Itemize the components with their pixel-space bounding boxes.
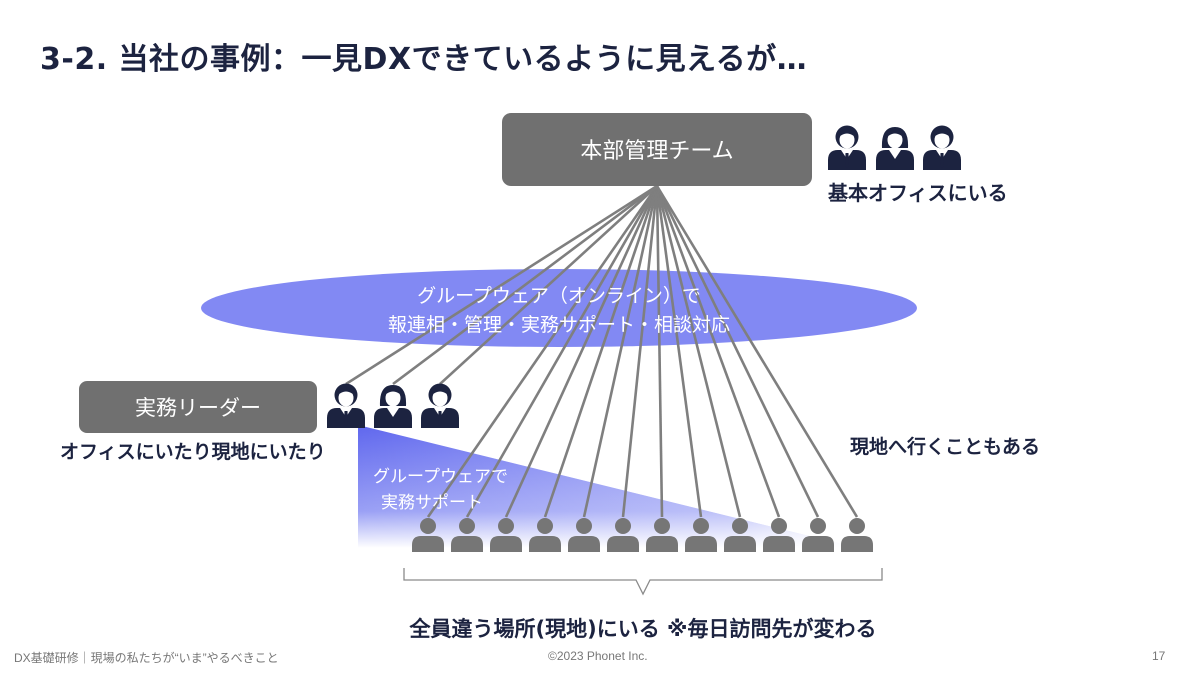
hq-team-people <box>828 125 961 170</box>
field-worker-icon <box>724 518 756 552</box>
field-worker-icon <box>802 518 834 552</box>
field-worker-icon <box>607 518 639 552</box>
hq-to-worker-line <box>655 185 703 518</box>
groupware-text-line2: 報連相・管理・実務サポート・相談対応 <box>388 314 730 336</box>
hq-to-worker-line <box>426 185 659 518</box>
field-worker-icon <box>529 518 561 552</box>
male-staff-icon <box>327 383 365 428</box>
hq-connection-lines <box>345 184 859 518</box>
workers-bracket <box>403 568 883 596</box>
hq-caption: 基本オフィスにいる <box>828 181 1008 205</box>
hq-to-worker-line <box>465 185 659 518</box>
support-text-line2: 実務サポート <box>381 493 483 513</box>
female-staff-icon <box>876 127 914 170</box>
field-worker-icon <box>490 518 522 552</box>
leader-box-label: 実務リーダー <box>135 396 261 420</box>
field-worker-icon <box>763 518 795 552</box>
support-triangle <box>358 425 858 548</box>
hq-to-worker-line <box>655 185 664 518</box>
field-worker-icon <box>685 518 717 552</box>
hq-to-worker-line <box>655 185 820 518</box>
male-staff-icon <box>421 383 459 428</box>
field-worker-icon <box>412 518 444 552</box>
bottom-caption: 全員違う場所(現地)にいる ※毎日訪問先が変わる <box>409 617 877 641</box>
hq-to-worker-line <box>504 185 659 518</box>
footer-course-title: DX基礎研修｜現場の私たちが“いま”やるべきこと <box>14 651 279 665</box>
hq-to-leader-line <box>392 184 658 386</box>
support-text-line1: グループウェアで <box>373 467 508 487</box>
footer-copyright: ©2023 Phonet Inc. <box>548 649 648 663</box>
groupware-ellipse <box>201 269 917 347</box>
groupware-text-line1: グループウェア（オンライン）で <box>417 285 701 307</box>
hq-box: 本部管理チーム <box>502 113 812 186</box>
field-worker-icon <box>568 518 600 552</box>
hq-to-worker-line <box>655 185 742 518</box>
slide-title: 3-2. 当社の事例：一見DXできているように見えるが… <box>40 42 808 77</box>
footer-page-number: 17 <box>1152 649 1166 663</box>
field-workers-row <box>412 518 873 552</box>
male-staff-icon <box>923 125 961 170</box>
hq-to-worker-line <box>543 185 659 518</box>
hq-to-worker-line <box>655 185 781 518</box>
female-staff-icon <box>374 385 412 428</box>
hq-to-worker-line <box>582 185 659 518</box>
hq-box-label: 本部管理チーム <box>580 139 733 164</box>
leader-people <box>327 383 459 428</box>
hq-to-worker-line <box>655 185 859 518</box>
field-visit-note: 現地へ行くこともある <box>850 435 1040 458</box>
male-staff-icon <box>828 125 866 170</box>
field-worker-icon <box>451 518 483 552</box>
hq-to-leader-line <box>345 184 658 386</box>
field-worker-icon <box>841 518 873 552</box>
hq-to-worker-line <box>621 185 659 518</box>
leader-caption: オフィスにいたり現地にいたり <box>60 440 326 463</box>
hq-to-leader-line <box>439 185 658 385</box>
leader-box: 実務リーダー <box>79 381 317 433</box>
field-worker-icon <box>646 518 678 552</box>
